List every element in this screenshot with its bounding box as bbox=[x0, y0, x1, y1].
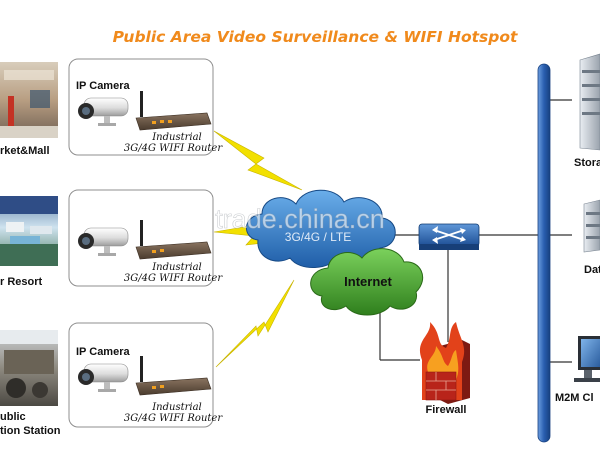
site-label-station-line1: ublic bbox=[0, 411, 26, 423]
router-label-1-line2: 3G/4G WIFI Router bbox=[124, 143, 223, 154]
page-title: Public Area Video Surveillance & WIFI Ho… bbox=[113, 28, 518, 46]
internet-label: Internet bbox=[344, 274, 392, 289]
cellular-cloud-icon bbox=[246, 189, 396, 269]
camera-label-3: IP Camera bbox=[76, 346, 130, 358]
router-icon bbox=[135, 356, 212, 396]
network-bus bbox=[537, 63, 551, 443]
wireless-bolt-icon bbox=[213, 130, 303, 191]
site-photo-resort bbox=[0, 196, 58, 266]
watermark-text: trade.china.cn bbox=[215, 204, 385, 234]
ip-camera-icon bbox=[78, 363, 129, 392]
panel-2: Industrial 3G/4G WIFI Router bbox=[68, 189, 223, 287]
cloud-label: 3G/4G / LTE bbox=[285, 230, 351, 244]
router-icon bbox=[135, 220, 212, 260]
panel-3: IP Camera Industrial 3G/4G WIFI Router bbox=[68, 322, 223, 428]
network-switch-icon bbox=[418, 223, 480, 250]
storage-server-icon bbox=[579, 53, 600, 151]
internet-cloud-icon bbox=[310, 248, 424, 316]
router-label-2-line1: Industrial bbox=[151, 262, 202, 273]
m2m-client-monitor-icon bbox=[574, 336, 600, 382]
site-label-resort: r Resort bbox=[0, 276, 43, 288]
camera-label-1: IP Camera bbox=[76, 80, 130, 92]
firewall-icon bbox=[419, 322, 470, 404]
router-label-1-line1: Industrial bbox=[151, 132, 202, 143]
site-photo-station bbox=[0, 330, 58, 406]
server-label-m2m: M2M Cl bbox=[555, 392, 594, 404]
router-label-3-line2: 3G/4G WIFI Router bbox=[124, 413, 223, 424]
site-photo-mall bbox=[0, 62, 58, 138]
firewall-label: Firewall bbox=[426, 404, 467, 416]
router-icon bbox=[135, 91, 212, 131]
site-label-station-line2: tion Station bbox=[0, 425, 61, 437]
site-label-mall: rket&Mall bbox=[0, 145, 50, 157]
database-server-icon bbox=[583, 199, 600, 253]
router-label-2-line2: 3G/4G WIFI Router bbox=[124, 273, 223, 284]
wireless-bolt-icon bbox=[215, 279, 295, 368]
server-label-storage: Stora bbox=[574, 157, 600, 169]
panel-1: IP Camera Industrial 3G/4G WIFI Router bbox=[68, 58, 223, 156]
ip-camera-icon bbox=[78, 227, 129, 256]
router-label-3-line1: Industrial bbox=[151, 402, 202, 413]
ip-camera-icon bbox=[78, 97, 129, 126]
server-label-database: Dat bbox=[584, 264, 600, 276]
